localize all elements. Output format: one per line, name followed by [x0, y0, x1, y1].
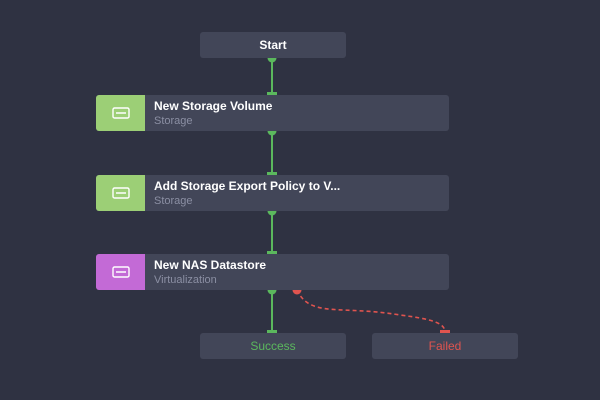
task-title: New NAS Datastore [154, 257, 267, 272]
failed-label: Failed [428, 339, 462, 353]
task-node-add-storage-export-policy[interactable]: Add Storage Export Policy to V... Storag… [96, 175, 449, 211]
connector-to-failed [296, 289, 446, 334]
storage-volume-icon [111, 107, 130, 119]
storage-volume-icon [111, 187, 130, 199]
task-icon-box [96, 95, 145, 131]
connector-anchor [440, 330, 450, 333]
task-title: Add Storage Export Policy to V... [154, 178, 341, 193]
success-node[interactable]: Success [200, 333, 346, 359]
task-icon-box [96, 254, 145, 290]
connector-anchor [267, 251, 277, 254]
datastore-icon [111, 266, 130, 278]
task-icon-box [96, 175, 145, 211]
task-title: New Storage Volume [154, 98, 273, 113]
task-category: Virtualization [154, 273, 217, 286]
task-category: Storage [154, 114, 193, 127]
connector-anchor [267, 330, 277, 333]
task-node-new-nas-datastore[interactable]: New NAS Datastore Virtualization [96, 254, 449, 290]
success-label: Success [250, 339, 296, 353]
failed-node[interactable]: Failed [372, 333, 518, 359]
start-node[interactable]: Start [200, 32, 346, 58]
task-node-new-storage-volume[interactable]: New Storage Volume Storage [96, 95, 449, 131]
task-category: Storage [154, 194, 193, 207]
connector-anchor [267, 172, 277, 175]
start-node-label: Start [259, 38, 287, 52]
connector-anchor [267, 92, 277, 95]
